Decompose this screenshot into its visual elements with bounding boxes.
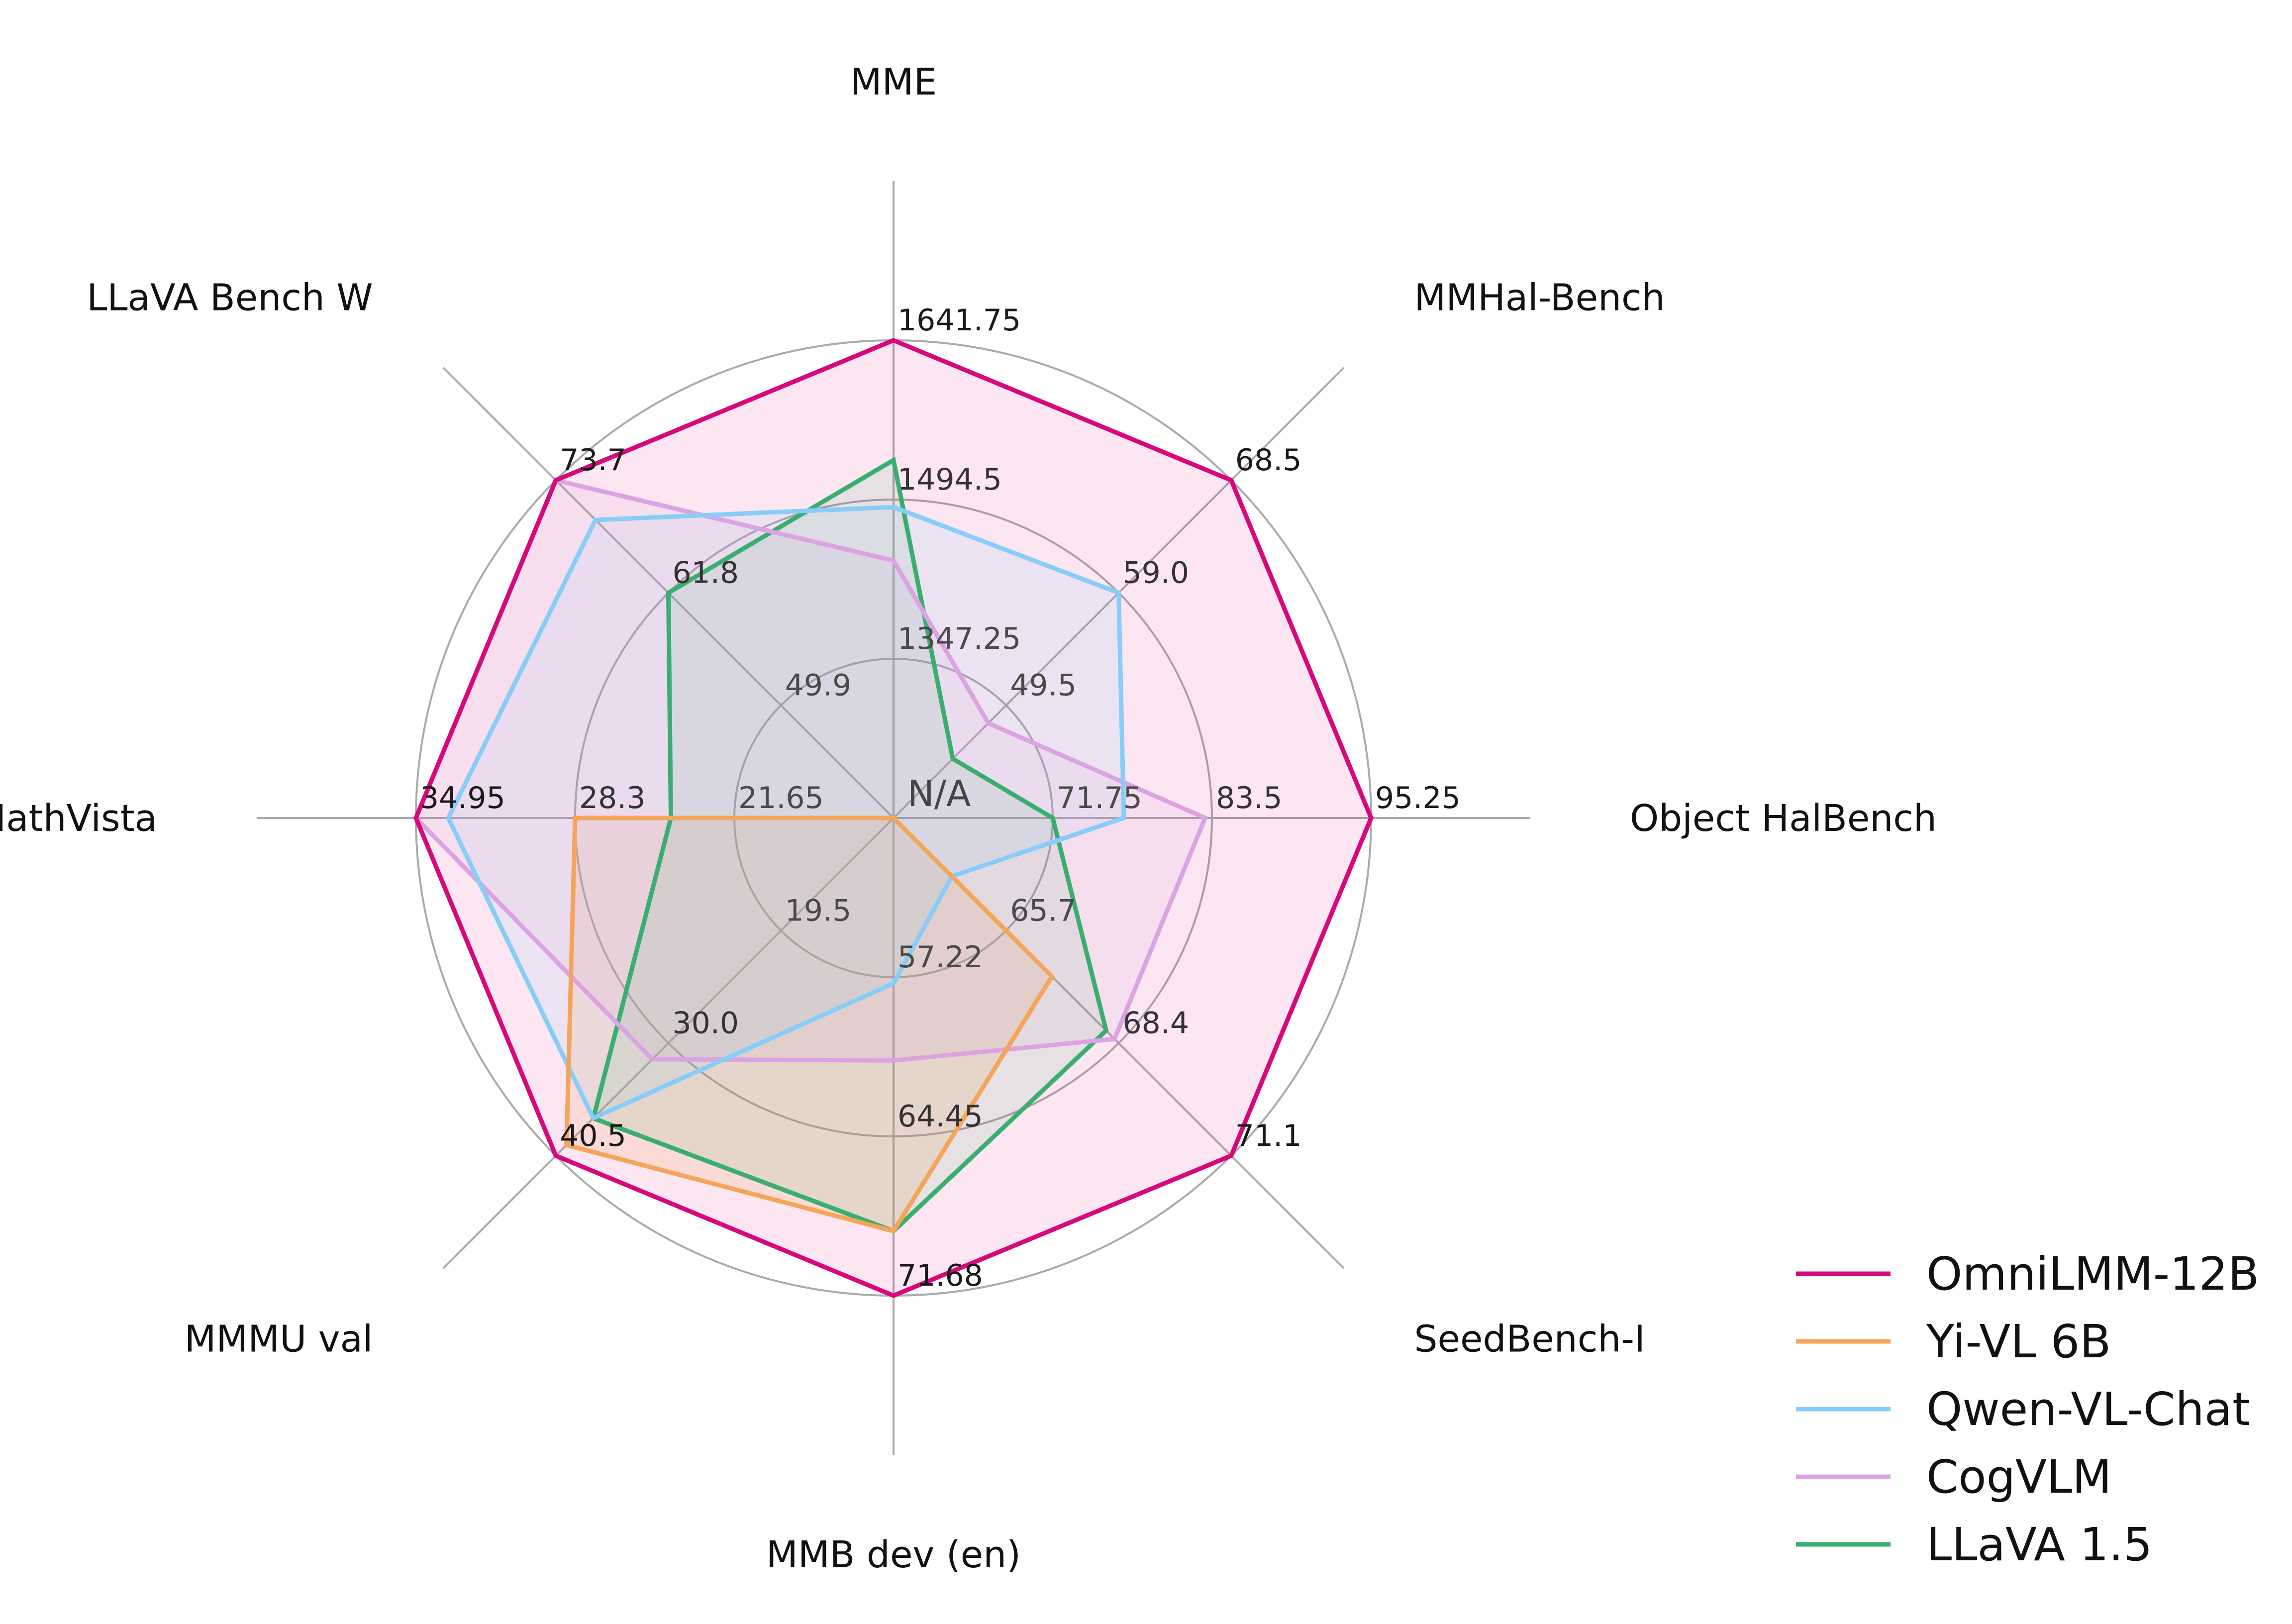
axis-label-llava-bench-w: LLaVA Bench W bbox=[87, 277, 373, 319]
tick-label: 30.0 bbox=[673, 1006, 739, 1041]
tick-label: 68.5 bbox=[1235, 443, 1302, 478]
tick-label: 1347.25 bbox=[897, 621, 1021, 656]
legend-label-qwen-vl-chat: Qwen-VL-Chat bbox=[1926, 1383, 2250, 1436]
tick-label: 83.5 bbox=[1216, 781, 1283, 815]
tick-label: 21.65 bbox=[738, 781, 824, 815]
tick-label: 49.9 bbox=[785, 668, 852, 703]
series-line-qwen-vl-chat bbox=[445, 505, 1126, 1121]
axis-label-mmhal-bench: MMHal-Bench bbox=[1414, 277, 1665, 319]
tick-label: 73.7 bbox=[560, 443, 626, 478]
legend-label-omnilmm-12b: OmniLMM-12B bbox=[1926, 1247, 2259, 1301]
tick-label: 71.75 bbox=[1057, 781, 1142, 815]
radar-series bbox=[413, 338, 1374, 1298]
tick-label: 59.0 bbox=[1123, 556, 1190, 591]
tick-label: 64.45 bbox=[897, 1099, 983, 1134]
tick-label: 19.5 bbox=[785, 893, 852, 928]
legend-label-llava-1-5: LLaVA 1.5 bbox=[1926, 1518, 2152, 1571]
legend-label-yi-vl-6b: Yi-VL 6B bbox=[1926, 1315, 2111, 1368]
tick-label: 1494.5 bbox=[897, 462, 1002, 497]
tick-label: 61.8 bbox=[673, 556, 739, 591]
tick-label: 95.25 bbox=[1375, 781, 1461, 815]
tick-label: 71.1 bbox=[1235, 1118, 1302, 1153]
series-fill-yi-vl-6b bbox=[566, 818, 1052, 1231]
series-fill-llava-1-5 bbox=[593, 460, 1106, 1231]
axis-label-seedbench-i: SeedBench-I bbox=[1414, 1318, 1645, 1361]
axis-label-object-halbench: Object HalBench bbox=[1630, 797, 1937, 840]
tick-label: 68.4 bbox=[1123, 1006, 1190, 1041]
legend-label-cogvlm: CogVLM bbox=[1926, 1450, 2112, 1504]
axis-label-mathvista: MathVista bbox=[0, 797, 157, 840]
center-label: N/A bbox=[907, 773, 971, 814]
spoke-mmmu-val bbox=[442, 817, 895, 1269]
tick-label: 57.22 bbox=[897, 940, 983, 975]
tick-label: 1641.75 bbox=[897, 303, 1021, 338]
tick-label: 71.68 bbox=[897, 1258, 983, 1293]
series-line-yi-vl-6b bbox=[564, 815, 1055, 1234]
axis-label-mmb-dev-en: MMB dev (en) bbox=[766, 1533, 1021, 1576]
tick-label: 40.5 bbox=[560, 1118, 626, 1153]
tick-label: 28.3 bbox=[579, 781, 646, 815]
series-fill-qwen-vl-chat bbox=[448, 507, 1124, 1118]
tick-label: 49.5 bbox=[1010, 668, 1077, 703]
tick-label: 34.95 bbox=[420, 781, 505, 815]
series-fill-cogvlm bbox=[416, 480, 1205, 1061]
axis-label-mme: MME bbox=[850, 61, 937, 103]
tick-label: 65.7 bbox=[1010, 893, 1077, 928]
series-line-omnilmm-12b bbox=[413, 338, 1374, 1298]
axis-label-mmmu-val: MMMU val bbox=[185, 1318, 373, 1361]
radar-tick-labels: 1347.25 1494.5 1641.75 49.5 59.0 68.5 71.75 83.… bbox=[420, 303, 1461, 1293]
